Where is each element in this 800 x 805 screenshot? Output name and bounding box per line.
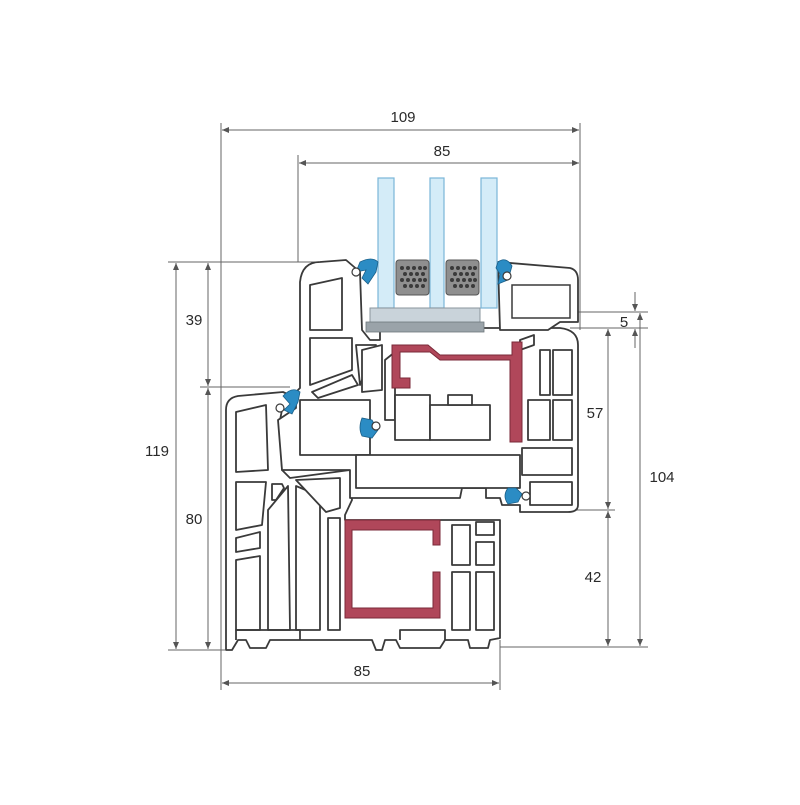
dim-label-left-upper: 39 (186, 312, 203, 329)
dim-label-right-upper: 57 (587, 405, 604, 422)
dim-label-frame-width: 85 (354, 663, 371, 680)
gasket-glazing-outer (355, 258, 379, 285)
sash-reinforcement (391, 341, 523, 443)
glass-pane-outer (377, 177, 395, 309)
dim-label-sash-width: 85 (434, 143, 451, 160)
glass-pane-inner (480, 177, 498, 309)
spacer-left (395, 259, 430, 296)
glass-pane-middle (429, 177, 445, 309)
dim-label-right-lower: 42 (585, 569, 602, 586)
dim-label-left-total: 119 (145, 443, 169, 460)
gasket-sash-outer (282, 389, 301, 415)
frame-reinforcement (344, 519, 441, 619)
gasket-rebate (504, 487, 523, 505)
dim-label-right-total: 104 (649, 469, 674, 486)
glass-pane-unit (365, 177, 498, 333)
dim-label-overlap: 5 (620, 314, 628, 331)
dim-label-left-lower: 80 (186, 511, 203, 528)
dimension-labels: 109 85 85 39 119 80 5 57 42 104 (145, 109, 674, 680)
insulating-glass-spacers (395, 259, 480, 296)
dimension-lines (168, 123, 648, 690)
dim-label-overall-width: 109 (390, 109, 415, 126)
spacer-right (445, 259, 480, 296)
sash-profile (277, 259, 579, 513)
